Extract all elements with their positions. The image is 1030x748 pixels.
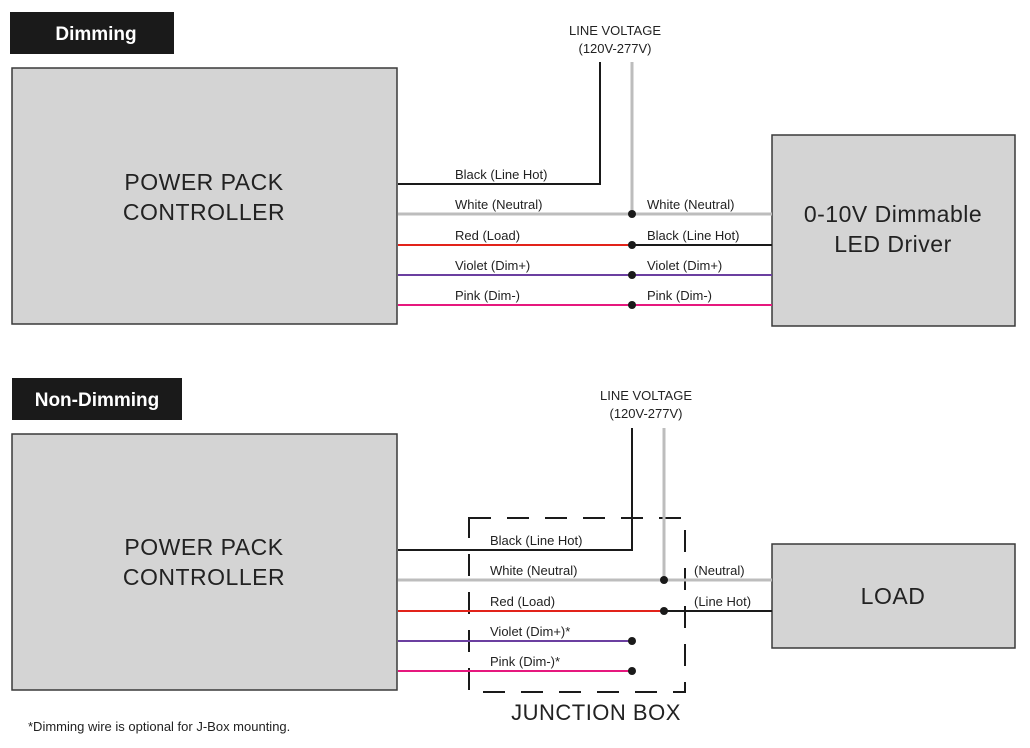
dimming-driver-label-line1: 0-10V Dimmable (804, 201, 982, 227)
non-dimming-wire-cap-dot (628, 667, 636, 675)
non-dimming-wire-cap-dot (628, 637, 636, 645)
non-dimming-line-voltage-range: (120V-277V) (610, 406, 683, 421)
dimming-power-pack-controller (11, 67, 398, 325)
non-dimming-wire-label-right: (Neutral) (694, 563, 745, 578)
load-label: LOAD (861, 583, 926, 609)
dimming-controller-label-line1: POWER PACK (124, 169, 283, 195)
non-dimming-controller-label-line2: CONTROLLER (123, 564, 285, 590)
dimming-wire-label-left: White (Neutral) (455, 197, 542, 212)
non-dimming-line-voltage-label: LINE VOLTAGE (600, 388, 692, 403)
dimming-wire-label-left: Pink (Dim-) (455, 288, 520, 303)
non-dimming-controller-label-line1: POWER PACK (124, 534, 283, 560)
non-dimming-splice-dot (660, 576, 668, 584)
dimming-wire-label-right: White (Neutral) (647, 197, 734, 212)
dimming-line-voltage-label: LINE VOLTAGE (569, 23, 661, 38)
dimming-splice-dot (628, 301, 636, 309)
dimming-wire-label-left: Black (Line Hot) (455, 167, 547, 182)
non-dimming-power-pack-controller (11, 433, 398, 691)
footnote: *Dimming wire is optional for J-Box moun… (28, 719, 290, 734)
dimming-section: Dimming LINE VOLTAGE (120V-277V) POWER P… (10, 12, 1016, 327)
non-dimming-wire-label-left: White (Neutral) (490, 563, 577, 578)
non-dimming-header-bg (12, 378, 182, 420)
non-dimming-wire-label-left: Pink (Dim-)* (490, 654, 560, 669)
dimming-header-bg (10, 12, 174, 54)
non-dimming-wire-label-left: Red (Load) (490, 594, 555, 609)
non-dimming-black-wire (398, 428, 633, 551)
dimming-wire-label-right: Black (Line Hot) (647, 228, 739, 243)
dimming-splice-dot (628, 241, 636, 249)
non-dimming-wire-label-left: Violet (Dim+)* (490, 624, 570, 639)
non-dimming-wire-label-right: (Line Hot) (694, 594, 751, 609)
non-dimming-wire-label-left: Black (Line Hot) (490, 533, 582, 548)
dimming-splice-dot (628, 210, 636, 218)
non-dimming-splice-dot (660, 607, 668, 615)
dimming-wire-label-right: Pink (Dim-) (647, 288, 712, 303)
dimming-header: Dimming (55, 24, 136, 45)
non-dimming-section: Non-Dimming LINE VOLTAGE (120V-277V) POW… (11, 378, 1016, 725)
non-dimming-header: Non-Dimming (35, 390, 160, 411)
dimming-controller-label-line2: CONTROLLER (123, 199, 285, 225)
dimming-splice-dot (628, 271, 636, 279)
dimming-driver-label-line2: LED Driver (834, 231, 951, 257)
dimming-led-driver (771, 134, 1016, 327)
junction-box-outline (468, 517, 686, 693)
dimming-line-voltage-range: (120V-277V) (579, 41, 652, 56)
dimming-wire-label-right: Violet (Dim+) (647, 258, 722, 273)
load-box (771, 543, 1016, 649)
dimming-wire-label-left: Red (Load) (455, 228, 520, 243)
junction-box-label: JUNCTION BOX (511, 700, 681, 725)
dimming-wire-label-left: Violet (Dim+) (455, 258, 530, 273)
dimming-black-wire (398, 62, 601, 185)
